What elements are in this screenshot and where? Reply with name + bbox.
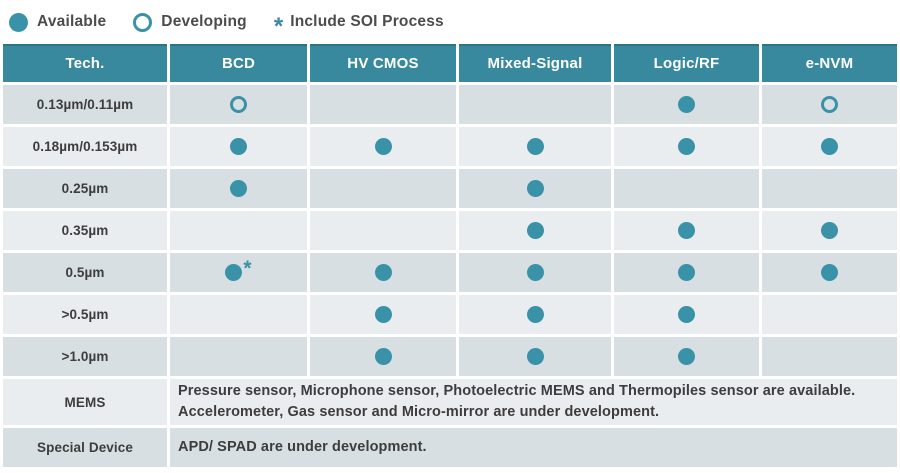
cell-0-25-m-bcd-available	[170, 169, 307, 208]
cell-0-5-m-logic-rf-available	[614, 253, 759, 292]
available-icon	[678, 222, 695, 239]
cell-0-35-m-e-nvm-available	[762, 211, 897, 250]
developing-icon	[821, 96, 838, 113]
cell-0-5-m-e-nvm-empty	[762, 295, 897, 334]
cell-0-18-m-0-153-m-bcd-available	[170, 127, 307, 166]
available-icon	[678, 96, 695, 113]
text-cell-special-device: APD/ SPAD are under development.	[170, 428, 897, 467]
row-label-0-13-m-0-11-m: 0.13µm/0.11µm	[3, 85, 167, 124]
cell-0-13-m-0-11-m-e-nvm-developing	[762, 85, 897, 124]
cell-0-13-m-0-11-m-hv-cmos-empty	[310, 85, 456, 124]
cell-0-18-m-0-153-m-e-nvm-available	[762, 127, 897, 166]
cell-0-5-m-hv-cmos-available	[310, 295, 456, 334]
cell-1-0-m-e-nvm-empty	[762, 337, 897, 376]
cell-0-18-m-0-153-m-mixed-signal-available	[459, 127, 611, 166]
row-label-mems: MEMS	[3, 379, 167, 425]
cell-1-0-m-mixed-signal-available	[459, 337, 611, 376]
available-icon	[526, 264, 544, 281]
available-icon	[374, 264, 392, 281]
developing-icon	[230, 96, 247, 113]
available-icon	[821, 222, 838, 239]
available-icon	[678, 138, 695, 155]
cell-1-0-m-bcd-empty	[170, 337, 307, 376]
row-label-0-25-m: 0.25µm	[3, 169, 167, 208]
cell-0-13-m-0-11-m-bcd-developing	[170, 85, 307, 124]
cell-0-18-m-0-153-m-hv-cmos-available	[310, 127, 456, 166]
cell-0-25-m-hv-cmos-empty	[310, 169, 456, 208]
cell-0-25-m-mixed-signal-available	[459, 169, 611, 208]
row-label-0-35-m: 0.35µm	[3, 211, 167, 250]
text-line: APD/ SPAD are under development.	[178, 438, 427, 455]
text-line: Pressure sensor, Microphone sensor, Phot…	[178, 382, 856, 399]
cell-0-35-m-mixed-signal-available	[459, 211, 611, 250]
header-cell-e-nvm: e-NVM	[762, 44, 897, 82]
legend-soi-label: Include SOI Process	[290, 13, 444, 30]
available-icon	[526, 138, 544, 155]
available-icon	[526, 180, 544, 197]
row-label-0-18-m-0-153-m: 0.18µm/0.153µm	[3, 127, 167, 166]
cell-0-5-m-mixed-signal-available	[459, 295, 611, 334]
available-icon	[225, 264, 243, 281]
row-label-0-5-m: 0.5µm	[3, 253, 167, 292]
legend-item-soi: * Include SOI Process	[273, 13, 444, 40]
available-marker-icon	[9, 12, 28, 32]
available-icon	[374, 138, 392, 155]
row-label-special-device: Special Device	[3, 428, 167, 467]
cell-0-5-m-bcd-available_soi: *	[170, 253, 307, 292]
available-icon	[374, 348, 392, 365]
available-icon	[678, 348, 695, 365]
row-label-0-5-m: >0.5µm	[3, 295, 167, 334]
available-icon	[230, 138, 247, 155]
header-cell-logic-rf: Logic/RF	[614, 44, 759, 82]
cell-0-5-m-hv-cmos-available	[310, 253, 456, 292]
cell-0-5-m-logic-rf-available	[614, 295, 759, 334]
available-icon	[230, 180, 247, 197]
cell-0-5-m-bcd-empty	[170, 295, 307, 334]
cell-1-0-m-logic-rf-available	[614, 337, 759, 376]
legend: Available Developing * Include SOI Proce…	[0, 0, 900, 44]
text-line: Accelerometer, Gas sensor and Micro-mirr…	[178, 404, 660, 420]
cell-0-35-m-bcd-empty	[170, 211, 307, 250]
text-cell-mems: Pressure sensor, Microphone sensor, Phot…	[170, 379, 897, 425]
available-icon	[374, 306, 392, 323]
legend-item-developing: Developing	[133, 12, 247, 32]
available-icon	[678, 306, 695, 323]
legend-item-available: Available	[9, 12, 107, 32]
available-icon	[526, 348, 544, 365]
available-icon	[526, 222, 544, 239]
cell-0-5-m-mixed-signal-available	[459, 253, 611, 292]
header-cell-hv-cmos: HV CMOS	[310, 44, 456, 82]
cell-1-0-m-hv-cmos-available	[310, 337, 456, 376]
cell-0-5-m-e-nvm-available	[762, 253, 897, 292]
header-cell-tech: Tech.	[3, 44, 167, 82]
cell-0-25-m-logic-rf-empty	[614, 169, 759, 208]
cell-0-35-m-logic-rf-available	[614, 211, 759, 250]
legend-available-label: Available	[37, 13, 107, 30]
available-icon	[678, 264, 695, 281]
available-icon	[526, 306, 544, 323]
available-icon	[821, 264, 838, 281]
cell-0-25-m-e-nvm-empty	[762, 169, 897, 208]
legend-developing-label: Developing	[161, 13, 247, 30]
header-cell-mixed-signal: Mixed-Signal	[459, 44, 611, 82]
soi-asterisk-icon: *	[273, 13, 284, 40]
developing-marker-icon	[133, 12, 153, 32]
row-label-1-0-m: >1.0µm	[3, 337, 167, 376]
cell-0-13-m-0-11-m-mixed-signal-empty	[459, 85, 611, 124]
cell-0-13-m-0-11-m-logic-rf-available	[614, 85, 759, 124]
soi-asterisk-icon: *	[243, 256, 252, 280]
cell-0-35-m-hv-cmos-empty	[310, 211, 456, 250]
available-icon	[821, 138, 838, 155]
header-cell-bcd: BCD	[170, 44, 307, 82]
cell-0-18-m-0-153-m-logic-rf-available	[614, 127, 759, 166]
